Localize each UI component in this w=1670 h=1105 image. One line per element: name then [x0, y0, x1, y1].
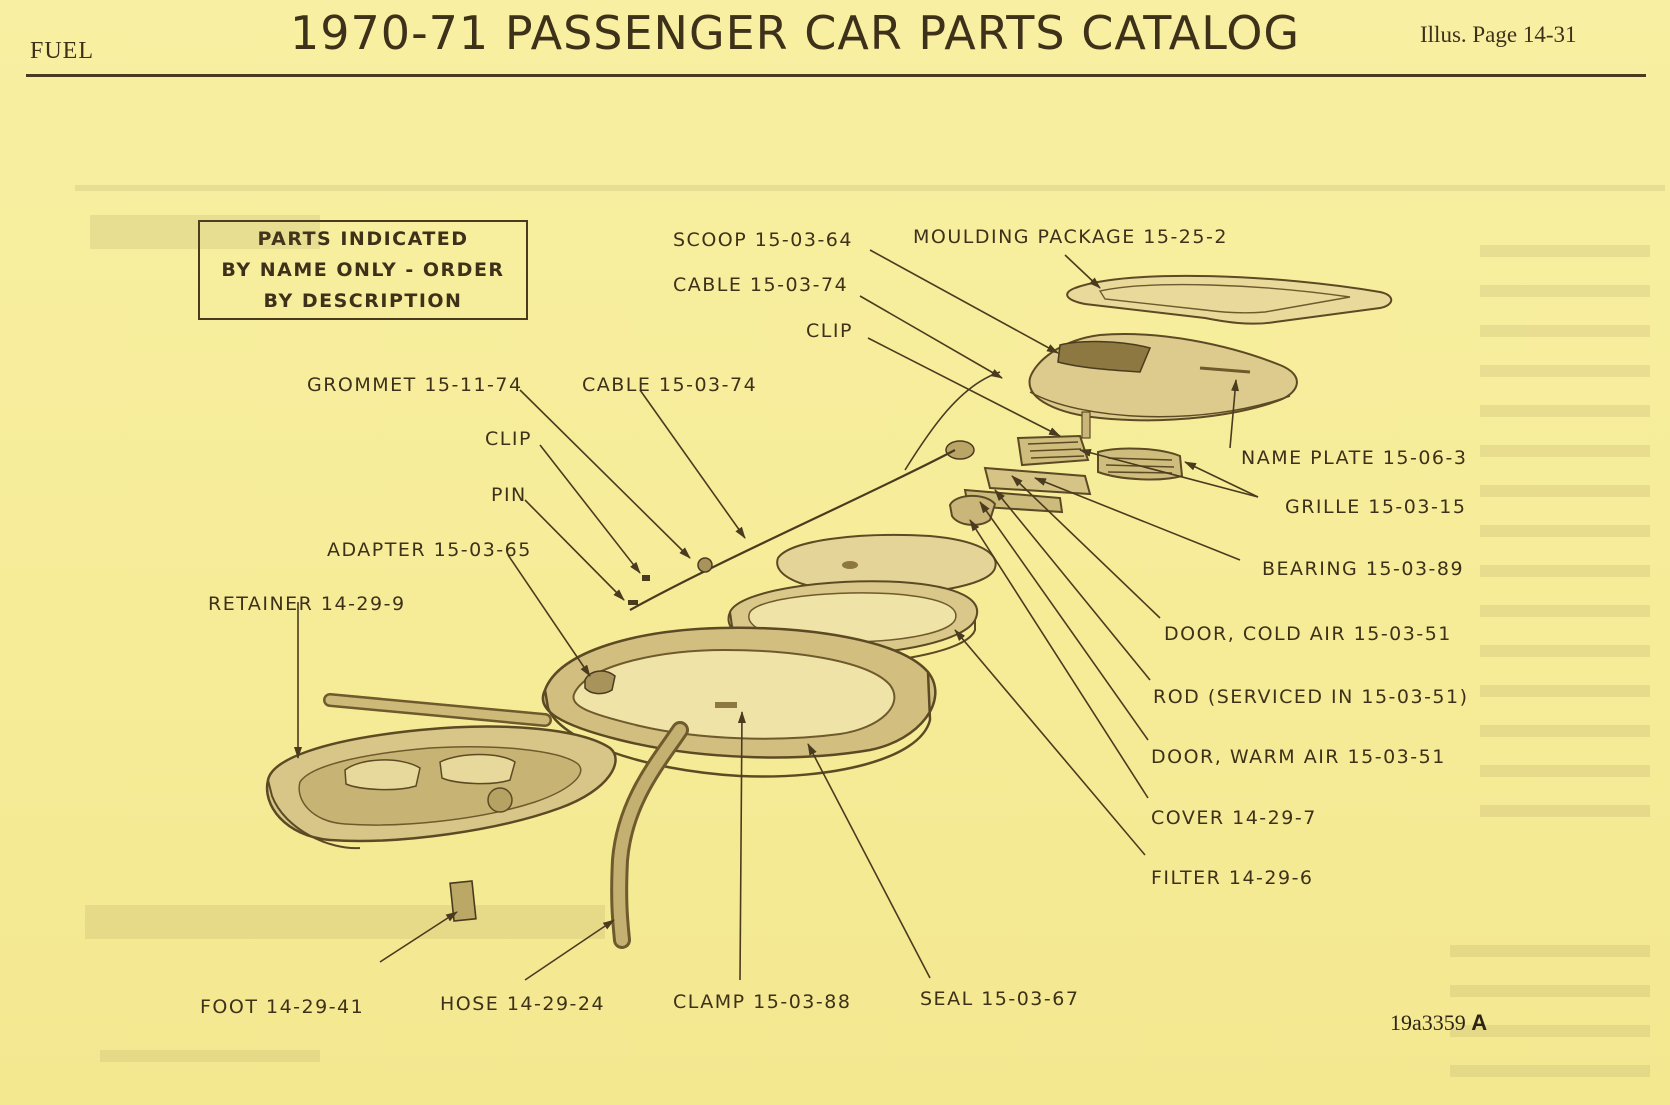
- grommet-part: [697, 557, 713, 573]
- callout-adapter: ADAPTER 15-03-65: [327, 539, 532, 561]
- notice-box: PARTS INDICATED BY NAME ONLY - ORDER BY …: [198, 220, 528, 320]
- callout-rod: ROD (SERVICED IN 15-03-51): [1153, 686, 1469, 708]
- moulding-package-part: [1066, 274, 1393, 325]
- callout-hose: HOSE 14-29-24: [440, 993, 605, 1015]
- catalog-title: 1970-71 PASSENGER CAR PARTS CATALOG: [290, 6, 1301, 60]
- callout-clamp: CLAMP 15-03-88: [673, 991, 851, 1013]
- cold-air-door-part: [983, 466, 1092, 496]
- callout-cable-upper: CABLE 15-03-74: [673, 274, 848, 296]
- seal-part: [541, 626, 937, 778]
- callout-retainer: RETAINER 14-29-9: [208, 593, 406, 615]
- callout-cover: COVER 14-29-7: [1151, 807, 1317, 829]
- header-rule: [26, 74, 1646, 77]
- callout-labels: SCOOP 15-03-64 MOULDING PACKAGE 15-25-2 …: [200, 226, 1469, 1018]
- cable-part: [629, 449, 956, 611]
- callout-clip-lower: CLIP: [485, 428, 532, 450]
- callout-cable-mid: CABLE 15-03-74: [582, 374, 757, 396]
- figure-suffix: A: [1471, 1010, 1488, 1035]
- callout-door-cold-air: DOOR, COLD AIR 15-03-51: [1164, 623, 1452, 645]
- pin-part: [628, 600, 638, 605]
- notice-line: PARTS INDICATED: [257, 228, 469, 250]
- callout-bearing: BEARING 15-03-89: [1262, 558, 1464, 580]
- upper-cable-part: [904, 371, 1001, 471]
- retainer-part: [265, 725, 617, 850]
- bearing-part: [945, 440, 975, 460]
- callout-name-plate: NAME PLATE 15-06-3: [1241, 447, 1467, 469]
- callout-door-warm-air: DOOR, WARM AIR 15-03-51: [1151, 746, 1446, 768]
- callout-scoop: SCOOP 15-03-64: [673, 229, 853, 251]
- callout-moulding-package: MOULDING PACKAGE 15-25-2: [913, 226, 1228, 248]
- callout-clip-upper: CLIP: [806, 320, 853, 342]
- page-reference: Illus. Page 14-31: [1420, 22, 1577, 47]
- section-label: FUEL: [30, 38, 94, 64]
- bleed-through-background: [75, 185, 1665, 1077]
- callout-foot: FOOT 14-29-41: [200, 996, 364, 1018]
- notice-line: BY DESCRIPTION: [263, 290, 463, 312]
- callout-seal: SEAL 15-03-67: [920, 988, 1079, 1010]
- callout-grommet: GROMMET 15-11-74: [307, 374, 523, 396]
- callout-filter: FILTER 14-29-6: [1151, 867, 1314, 889]
- clip-part: [642, 575, 650, 581]
- figure-id: 19a3359 A: [1390, 1010, 1487, 1036]
- figure-number: 19a3359: [1390, 1010, 1466, 1035]
- notice-line: BY NAME ONLY - ORDER: [221, 259, 505, 281]
- callout-pin: PIN: [491, 484, 527, 506]
- callout-grille: GRILLE 15-03-15: [1285, 496, 1467, 518]
- foot-part: [449, 880, 477, 922]
- adapter-part: [584, 670, 616, 695]
- leader-lines: [294, 249, 1259, 981]
- cover-part: [948, 494, 997, 526]
